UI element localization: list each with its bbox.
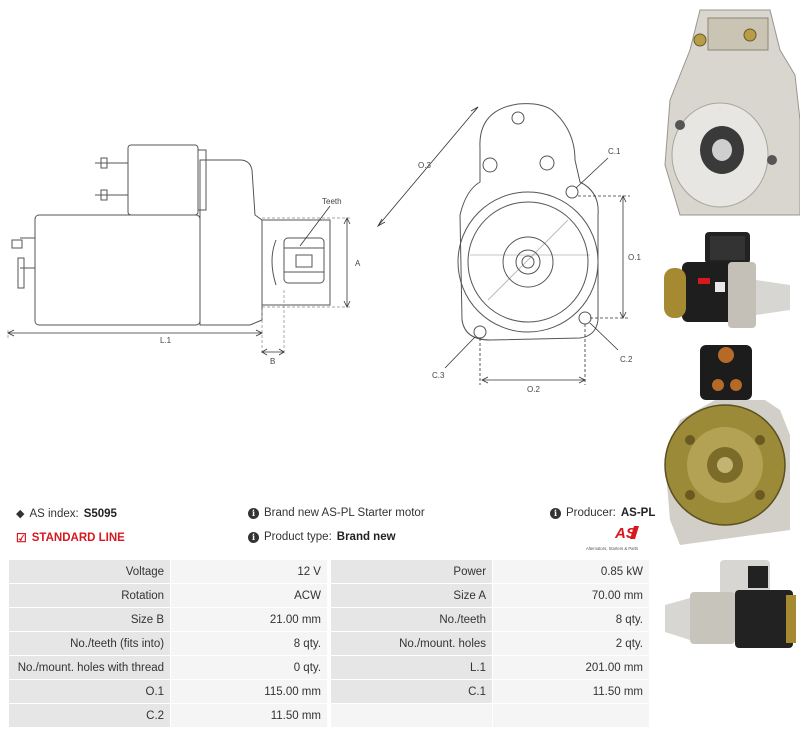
spec-label: C.2 <box>9 704 171 727</box>
column-gap <box>327 656 330 679</box>
spec-label: Voltage <box>9 560 171 583</box>
spec-value: 11.50 mm <box>493 680 649 703</box>
spec-label: Size A <box>330 584 493 607</box>
solenoid-outline <box>127 144 199 216</box>
info-icon: i <box>248 507 259 519</box>
hole-c3 <box>473 325 487 339</box>
spec-value: 201.00 mm <box>493 656 649 679</box>
spec-value: 12 V <box>171 560 327 583</box>
info-icon: i <box>248 531 259 543</box>
hole-c1 <box>565 185 579 199</box>
as-index-value: S5095 <box>83 507 117 520</box>
label-c3: C.3 <box>432 371 445 380</box>
photo-drive-end <box>664 9 800 216</box>
spec-label: No./mount. holes with thread <box>9 656 171 679</box>
pinion-outline <box>283 237 325 284</box>
spec-label: No./mount. holes <box>330 632 493 655</box>
column-gap <box>327 704 330 727</box>
technical-drawing: Teeth A B L.1 O.3 O.1 O.2 C.1 C.2 C.3 <box>7 103 641 394</box>
column-gap <box>327 608 330 631</box>
spec-label: Rotation <box>9 584 171 607</box>
column-gap <box>327 632 330 655</box>
spec-label: No./teeth <box>330 608 493 631</box>
label-l1: L.1 <box>160 336 172 345</box>
info-icon: i <box>550 507 561 519</box>
spec-value: 70.00 mm <box>493 584 649 607</box>
spec-value: 0 qty. <box>171 656 327 679</box>
spec-value: 2 qty. <box>493 632 649 655</box>
tag-icon: ◆ <box>16 508 25 520</box>
spec-label: O.1 <box>9 680 171 703</box>
flange-outline <box>459 103 599 341</box>
label-o3: O.3 <box>418 161 431 170</box>
as-index: ◆ AS index: S5095 <box>16 507 117 521</box>
producer: i Producer: AS-PL <box>550 507 655 519</box>
photo-commutator-end <box>664 345 790 545</box>
producer-label: Producer: <box>566 507 616 519</box>
spec-value: 8 qty. <box>493 608 649 631</box>
product-type: i Product type: Brand new <box>248 531 396 543</box>
description: i Brand new AS-PL Starter motor <box>248 507 425 519</box>
spec-value: 115.00 mm <box>171 680 327 703</box>
producer-value: AS-PL <box>620 507 656 519</box>
spec-value <box>493 704 649 727</box>
label-b: B <box>270 357 275 366</box>
spec-row: No./teeth (fits into)8 qty.No./mount. ho… <box>9 632 649 655</box>
product-type-value: Brand new <box>336 531 396 543</box>
logo-text: AS <box>614 525 636 542</box>
column-gap <box>327 680 330 703</box>
product-line: ☑ STANDARD LINE <box>16 531 125 545</box>
photo-side <box>664 232 790 328</box>
spec-label: Power <box>330 560 493 583</box>
spec-label <box>330 704 493 727</box>
logo-tagline: Alternators, Starters & Parts <box>586 546 638 551</box>
spec-value: ACW <box>171 584 327 607</box>
label-teeth: Teeth <box>322 197 342 206</box>
column-gap <box>327 560 330 583</box>
checkbox-icon: ☑ <box>16 531 27 545</box>
product-type-label: Product type: <box>264 531 332 543</box>
label-a: A <box>355 259 361 268</box>
column-gap <box>327 584 330 607</box>
as-pl-logo: AS Alternators, Starters & Parts <box>586 525 639 551</box>
photo-side-2 <box>665 560 796 648</box>
as-index-label: AS index: <box>29 507 79 520</box>
spec-label: No./teeth (fits into) <box>9 632 171 655</box>
spec-label: L.1 <box>330 656 493 679</box>
spec-value: 8 qty. <box>171 632 327 655</box>
spec-label: Size B <box>9 608 171 631</box>
spec-value: 0.85 kW <box>493 560 649 583</box>
label-o2: O.2 <box>527 385 540 394</box>
center-hub <box>502 236 554 288</box>
spec-value: 21.00 mm <box>171 608 327 631</box>
spec-value: 11.50 mm <box>171 704 327 727</box>
label-o1: O.1 <box>628 253 641 262</box>
hole-c2 <box>578 311 592 325</box>
line-label: STANDARD LINE <box>31 532 125 544</box>
label-c2: C.2 <box>620 355 633 364</box>
motor-body-outline <box>34 214 201 326</box>
label-c1: C.1 <box>608 147 621 156</box>
description-text: Brand new AS-PL Starter motor <box>264 507 425 519</box>
spec-label: C.1 <box>330 680 493 703</box>
product-photos <box>664 9 800 648</box>
